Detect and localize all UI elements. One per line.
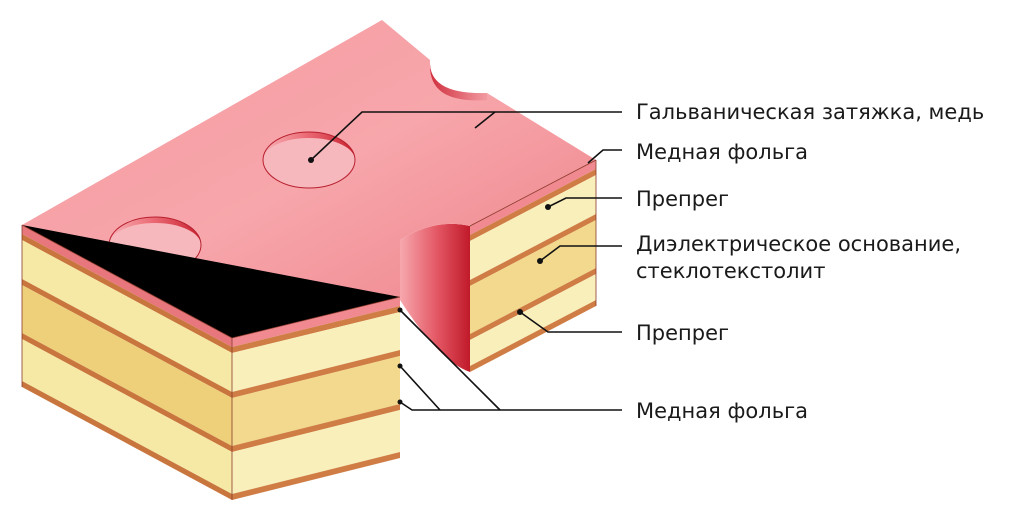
front-face-plating [232, 297, 400, 347]
label-plating: Гальваническая затяжка, медь [636, 100, 984, 124]
label-prepreg-top: Препрег [636, 187, 729, 211]
right-face-copper-bottom [470, 300, 596, 372]
right-face-copper-inner-1 [470, 214, 596, 286]
left-face-copper-inner-2 [22, 333, 232, 452]
right-face-layers [470, 160, 596, 372]
leader-foil-inner-2 [399, 365, 441, 411]
left-face-layers [22, 225, 232, 500]
front-face-copper-top [232, 306, 400, 353]
front-face-copper-inner-1 [232, 350, 400, 398]
front-face-copper-bottom [232, 452, 400, 500]
leader-plating-hole [310, 111, 622, 161]
leader-lines [308, 111, 622, 411]
right-face-plating [470, 160, 596, 235]
left-face-plating [22, 225, 232, 347]
leader-core [539, 245, 622, 262]
right-face-copper-top [470, 169, 596, 241]
left-face-copper-bottom [22, 381, 232, 500]
front-face-prepreg-bottom [232, 410, 400, 494]
front-face-core [232, 356, 400, 446]
label-core-line2: стеклотекстолит [636, 259, 825, 283]
leader-foil-inner-3 [399, 401, 622, 411]
board-outline [21, 159, 597, 500]
label-core-line1: Диэлектрическое основание, [636, 232, 961, 256]
right-face-copper-inner-2 [470, 268, 596, 340]
label-foil-inner: Медная фольга [636, 399, 808, 423]
top-notch-wall [429, 60, 487, 101]
right-face-core [470, 220, 596, 334]
leader-foil-top [587, 149, 622, 164]
front-face-prepreg-top [232, 312, 400, 392]
left-face-prepreg-top [22, 240, 232, 392]
right-face-prepreg-top [470, 175, 596, 280]
left-face-core [22, 285, 232, 446]
leader-prepreg-top [547, 197, 622, 208]
label-foil-top: Медная фольга [636, 140, 808, 164]
leader-foil-inner-1 [399, 309, 501, 411]
left-face-copper-top [22, 234, 232, 353]
plated-hole-cutaway [400, 223, 470, 372]
right-face-prepreg-bottom [470, 274, 596, 366]
leader-plating-surface [474, 111, 496, 129]
front-face-copper-inner-2 [232, 404, 400, 452]
labels: Гальваническая затяжка, медь Медная фоль… [636, 100, 984, 423]
label-prepreg-bottom: Препрег [636, 321, 729, 345]
left-face-copper-inner-1 [22, 279, 232, 398]
front-face-layers [232, 297, 400, 500]
left-face-prepreg-bottom [22, 339, 232, 494]
leader-prepreg-bottom [519, 311, 622, 333]
